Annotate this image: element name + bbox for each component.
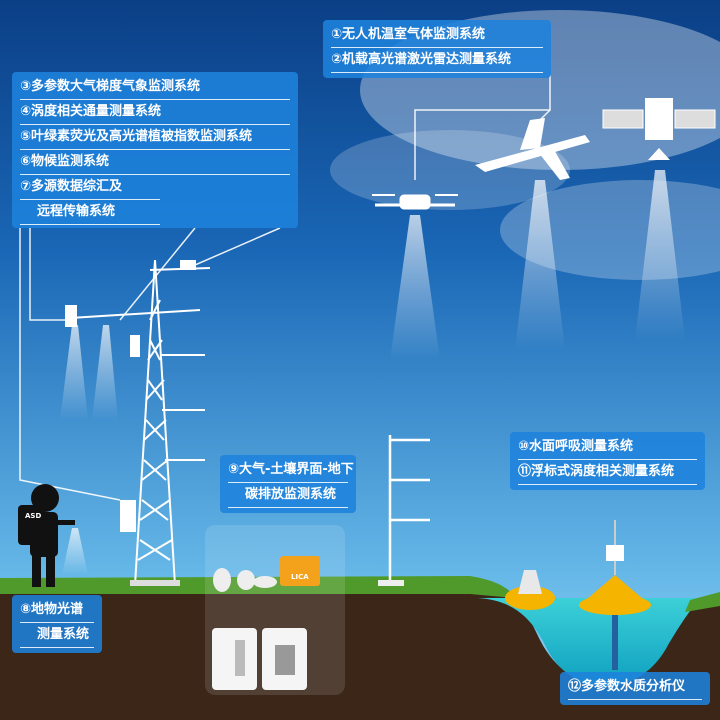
cloud xyxy=(330,130,570,210)
soil-chambers xyxy=(213,568,277,592)
drone xyxy=(372,194,458,210)
ground xyxy=(0,580,720,720)
tower-sensor-beam xyxy=(92,325,118,420)
label-chlorophyll-fluorescence: ⑤叶绿素荧光及高光谱植被指数监测系统 xyxy=(20,126,290,150)
tower-sensor-beam xyxy=(60,325,88,420)
label-ground-spectra: ⑧地物光谱 测量系统 xyxy=(12,595,102,653)
tower-base xyxy=(130,580,180,586)
label-water-respiration: ⑩水面呼吸测量系统 xyxy=(518,436,697,460)
eddy-sensor xyxy=(180,260,196,270)
label-phenology: ⑥物候监测系统 xyxy=(20,151,290,175)
analyzer-case xyxy=(280,556,320,586)
grass xyxy=(685,592,720,612)
soil-sensor xyxy=(235,640,245,676)
eddy-buoy xyxy=(579,520,651,670)
backpack-label: ASD xyxy=(25,512,42,520)
drone-beam xyxy=(390,215,440,360)
tower-sensor xyxy=(130,335,140,357)
label-tower-systems: ③多参数大气梯度气象监测系统 ④涡度相关通量测量系统 ⑤叶绿素荧光及高光谱植被指… xyxy=(12,72,298,228)
person-with-spectroradiometer xyxy=(18,484,75,587)
tower-sensor xyxy=(65,305,77,327)
satellite xyxy=(602,98,716,160)
label-remote-transmission: 远程传输系统 xyxy=(20,201,160,225)
label-aerial-systems: ①无人机温室气体监测系统 ②机载高光谱激光雷达测量系统 xyxy=(323,20,551,78)
tower-enclosure xyxy=(120,500,136,532)
label-meteorology: ③多参数大气梯度气象监测系统 xyxy=(20,76,290,100)
case-label: LICA xyxy=(291,573,309,581)
aircraft xyxy=(475,118,590,180)
label-water-quality: ⑫多参数水质分析仪 xyxy=(560,672,710,705)
label-spectra-line1: ⑧地物光谱 xyxy=(20,599,94,623)
soil-sensor-card xyxy=(212,628,257,690)
label-eddy-covariance: ④涡度相关通量测量系统 xyxy=(20,101,290,125)
lake xyxy=(478,598,700,687)
mast-base xyxy=(378,580,404,586)
label-buoy-eddy: ⑪浮标式涡度相关测量系统 xyxy=(518,461,697,485)
label-airborne-lidar: ②机载高光谱激光雷达测量系统 xyxy=(331,49,543,73)
label-spectra-line2: 测量系统 xyxy=(20,624,94,648)
label-water-systems: ⑩水面呼吸测量系统 ⑪浮标式涡度相关测量系统 xyxy=(510,432,705,490)
label-soil-carbon: ⑨大气-土壤界面-地下 碳排放监测系统 xyxy=(220,455,356,513)
label-soil-line2: 碳排放监测系统 xyxy=(228,484,348,508)
spectro-beam xyxy=(62,528,88,575)
label-soil-line1: ⑨大气-土壤界面-地下 xyxy=(228,459,354,483)
plane-beam xyxy=(515,180,565,350)
label-uav-ghg: ①无人机温室气体监测系统 xyxy=(331,24,543,48)
label-data-integration: ⑦多源数据综汇及 xyxy=(20,176,160,200)
groundwater-logger xyxy=(275,645,295,675)
label-water-quality-analyzer: ⑫多参数水质分析仪 xyxy=(568,676,702,700)
flux-tower xyxy=(69,259,211,586)
respiration-buoy xyxy=(505,570,555,610)
gradient-mast xyxy=(388,435,430,585)
satellite-beam xyxy=(635,170,685,340)
